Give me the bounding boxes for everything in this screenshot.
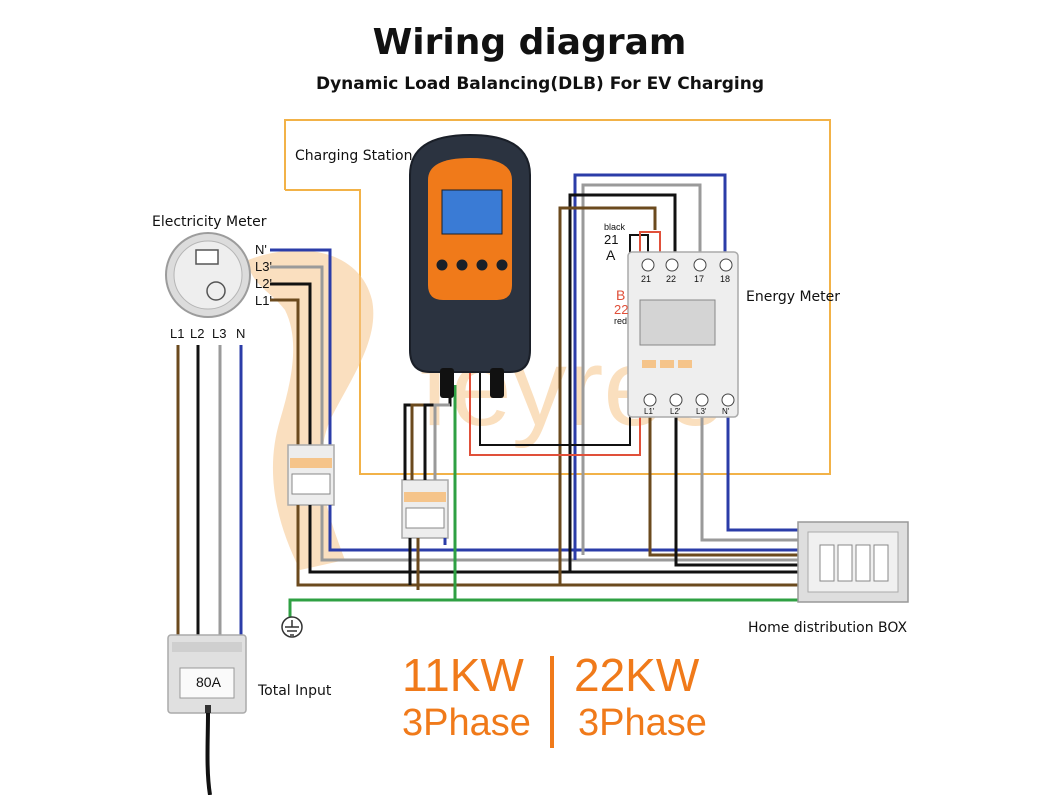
page-title: Wiring diagram <box>372 22 687 63</box>
power-separator <box>550 656 554 748</box>
meter-terminal-n: N' <box>255 242 267 257</box>
ground-wire <box>288 385 800 620</box>
home-box-label: Home distribution BOX <box>748 620 908 636</box>
meter-output-wires <box>270 248 332 465</box>
terminal-l3: L3' <box>696 407 707 416</box>
energy-meter <box>627 251 739 418</box>
page-subtitle: Dynamic Load Balancing(DLB) For EV Charg… <box>315 74 765 94</box>
rs485-a-num: 21 <box>604 232 618 247</box>
rs485-b-letter: B <box>616 287 625 303</box>
input-label-l1: L1 <box>170 326 184 341</box>
energy-meter-bottom-terminals: L1' L2' L3' N' <box>644 407 730 416</box>
meter-terminal-l3: L3' <box>255 259 272 274</box>
input-label-n: N <box>236 326 245 341</box>
total-input-label: Total Input <box>258 683 332 699</box>
breaker-1 <box>287 444 335 506</box>
ground-icon <box>281 616 303 638</box>
terminal-l2: L2' <box>670 407 681 416</box>
energy-meter-label: Energy Meter <box>746 289 841 305</box>
input-label-l2: L2 <box>190 326 204 341</box>
input-lines <box>176 345 243 640</box>
terminal-18: 18 <box>720 274 730 284</box>
main-breaker <box>167 634 247 795</box>
terminal-n: N' <box>722 407 730 416</box>
energy-meter-top-terminals: 21 22 17 18 <box>641 274 730 284</box>
energy-meter-output-wires <box>648 415 800 567</box>
rs485-b-num: 22 <box>614 302 628 317</box>
electricity-meter <box>165 232 251 318</box>
power-right-kw: 22KW <box>574 649 700 701</box>
meter-terminal-labels: N' L3' L2' L1' <box>255 242 272 308</box>
energy-meter-wires <box>558 173 727 585</box>
rs485-a-color: black <box>604 222 626 232</box>
terminal-l1: L1' <box>644 407 655 416</box>
electricity-meter-label: Electricity Meter <box>152 214 267 230</box>
wires-to-home-box <box>296 505 800 587</box>
input-label-l3: L3 <box>212 326 226 341</box>
power-left-phase: 3Phase <box>402 702 531 744</box>
power-left-kw: 11KW <box>402 649 524 701</box>
home-distribution-box <box>797 521 909 603</box>
charging-station-label: Charging Station <box>295 148 413 164</box>
rs485-b-color: red <box>614 316 627 326</box>
meter-terminal-l2: L2' <box>255 276 272 291</box>
charging-station <box>409 133 531 398</box>
input-line-labels: L1 L2 L3 N <box>170 326 245 341</box>
power-right-phase: 3Phase <box>578 702 707 744</box>
breaker-rating: 80A <box>196 674 222 690</box>
terminal-21: 21 <box>641 274 651 284</box>
rs485-a-letter: A <box>606 247 616 263</box>
meter-terminal-l1: L1' <box>255 293 272 308</box>
terminal-22: 22 <box>666 274 676 284</box>
dlb-frame <box>284 119 831 475</box>
terminal-17: 17 <box>694 274 704 284</box>
breaker-2 <box>401 479 449 539</box>
rs485-legend: black 21 A B 22 red <box>604 222 628 326</box>
